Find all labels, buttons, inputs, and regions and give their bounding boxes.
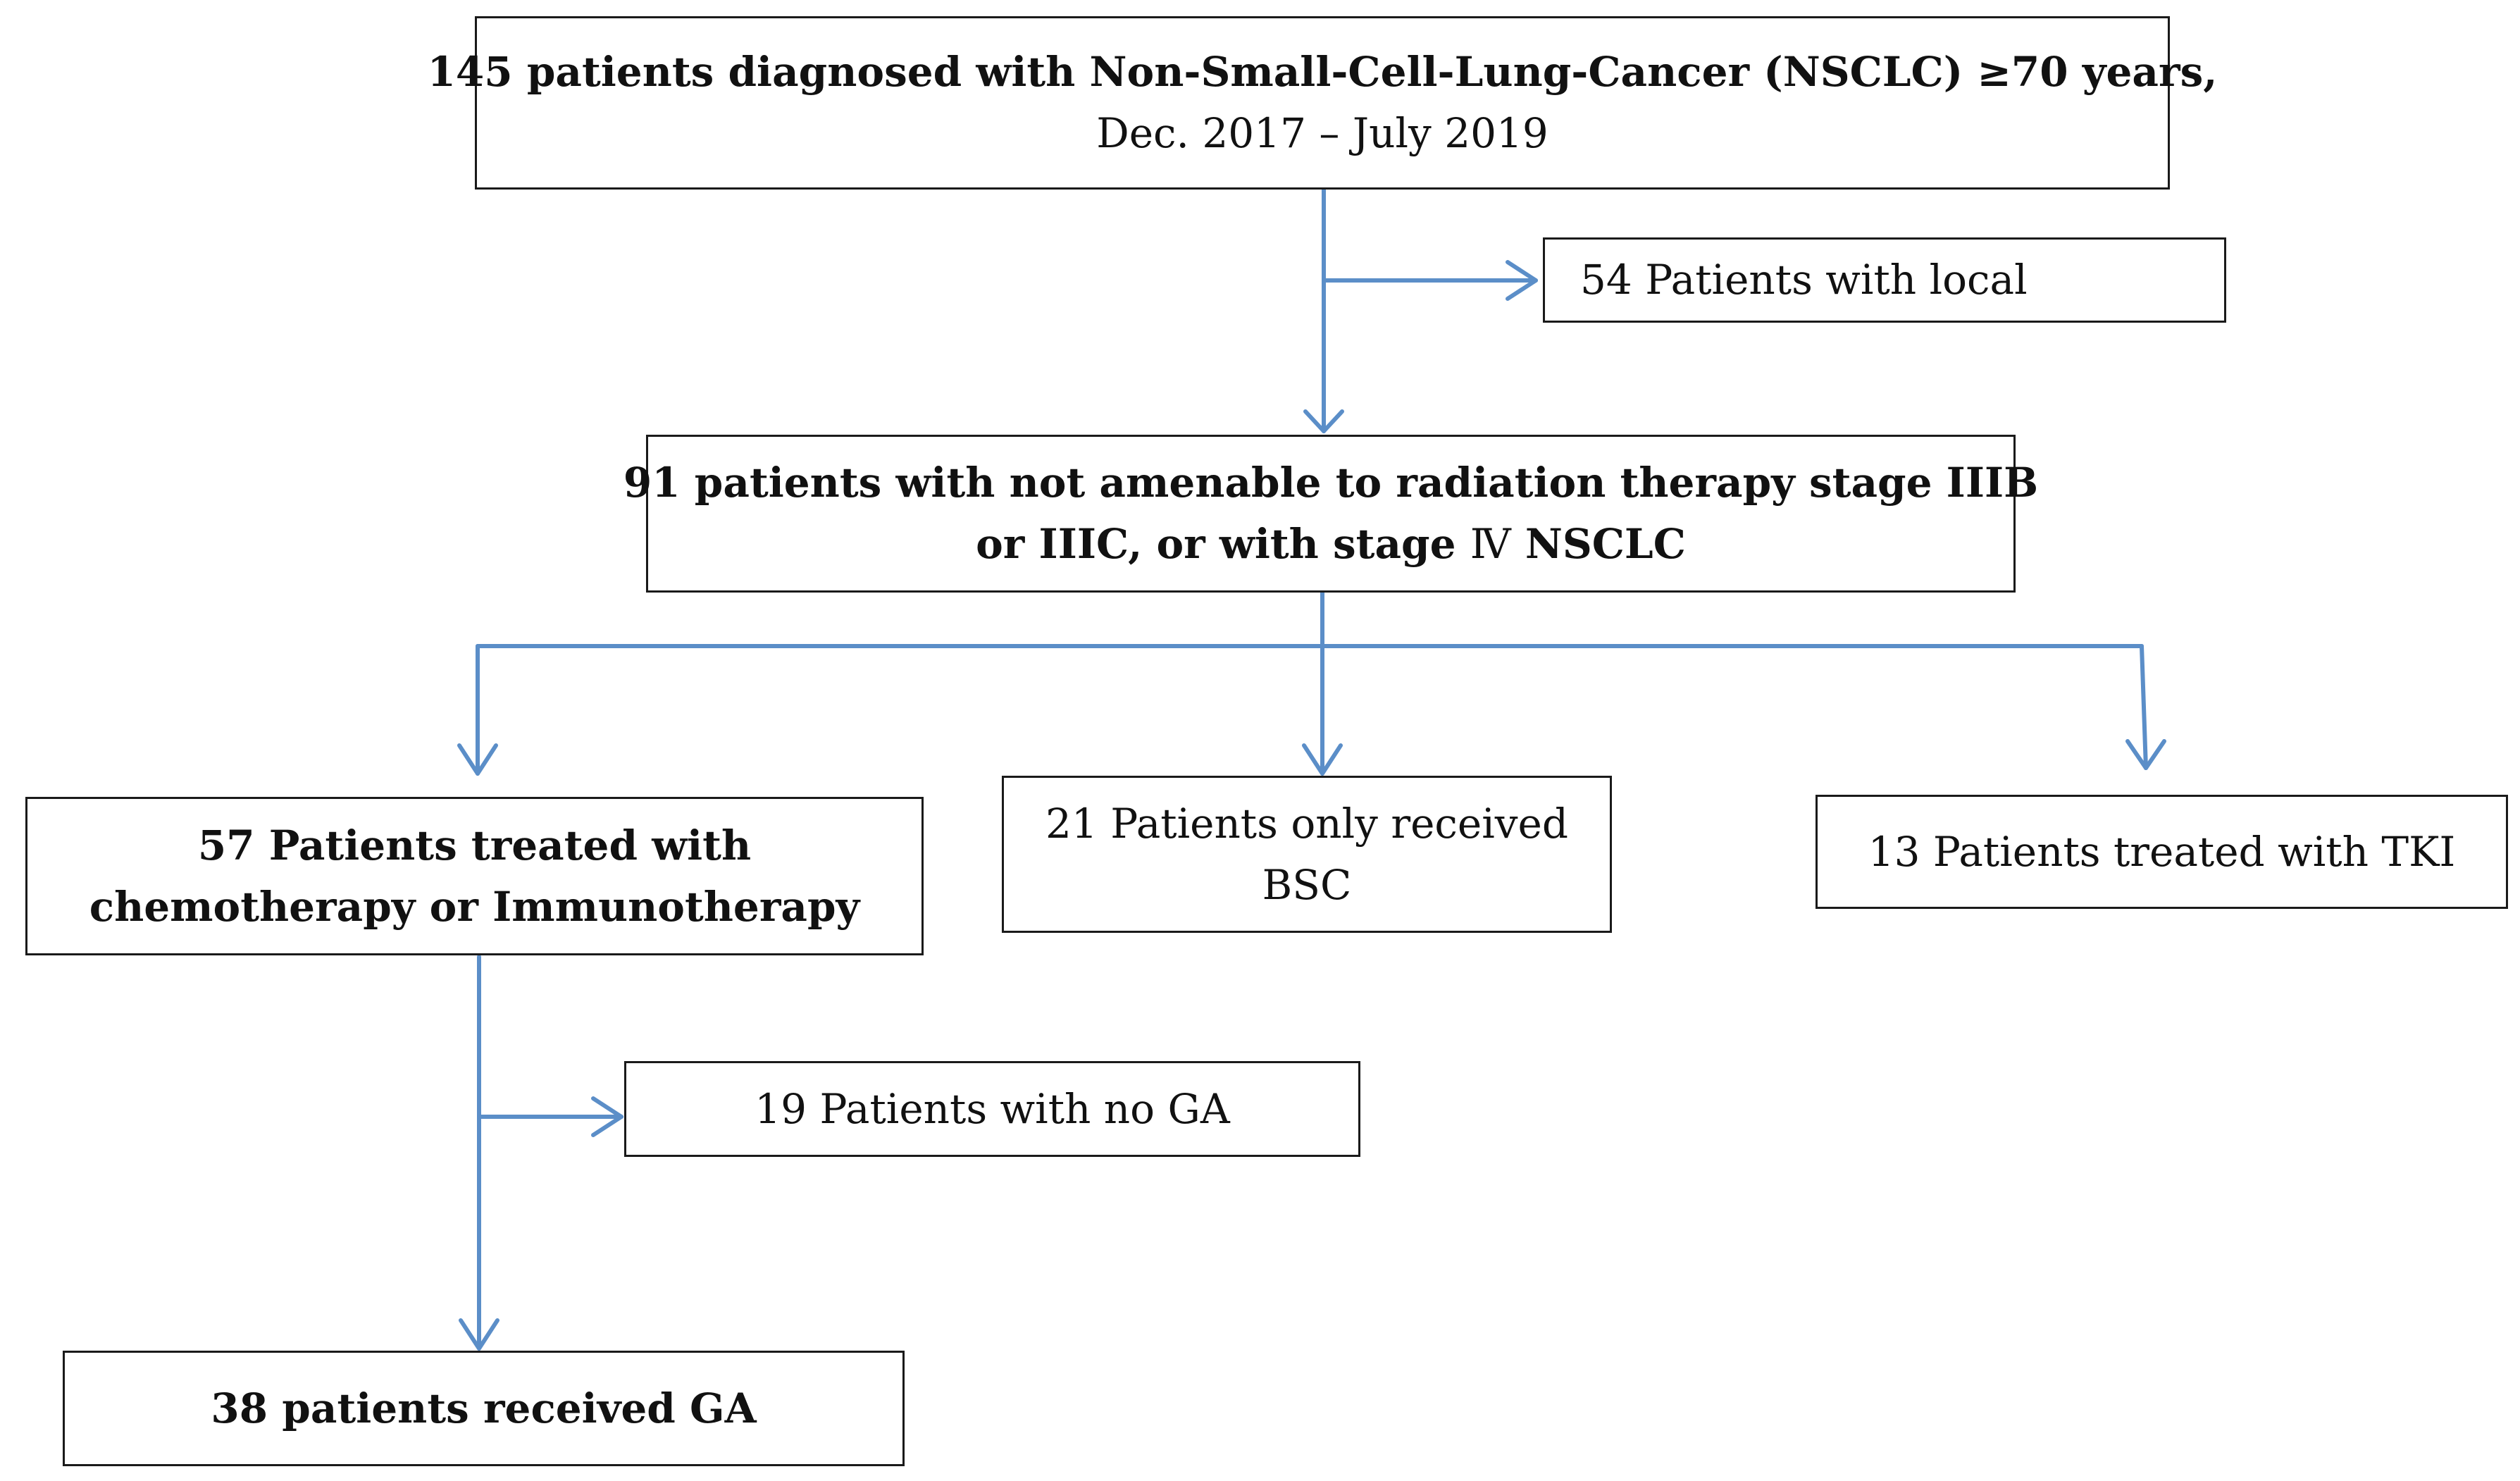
node-advanced-line1: 91 patients with not amenable to radiati… — [623, 459, 2039, 507]
node-advanced-line2: or IIIC, or with stage Ⅳ NSCLC — [976, 514, 1686, 575]
node-chemo-line2: chemotherapy or Immunotherapy — [89, 882, 860, 931]
node-start-cohort: 145 patients diagnosed with Non-Small-Ce… — [428, 16, 2217, 190]
node-excluded-local-text: 54 Patients with local — [1580, 256, 2028, 304]
node-tki-text: 13 Patients treated with TKI — [1868, 827, 2456, 876]
node-start-line1: 145 patients diagnosed with Non-Small-Ce… — [427, 48, 2218, 96]
node-chemotherapy: 57 Patients treated with chemotherapy or… — [25, 797, 924, 955]
drop-to-tki — [2140, 644, 2148, 770]
node-no-ga-text: 19 Patients with no GA — [755, 1084, 1230, 1133]
node-start-line2: Dec. 2017 – July 2019 — [1096, 109, 1548, 157]
node-bsc-line2: BSC — [1262, 860, 1352, 909]
arrowhead-tki — [2125, 739, 2166, 770]
arrowhead-excluded-local — [1506, 260, 1538, 301]
node-advanced-line2-c: NSCLC — [1510, 520, 1686, 568]
arrowhead-bsc — [1302, 743, 1343, 776]
node-tki: 13 Patients treated with TKI — [1815, 795, 2508, 909]
node-excluded-local: 54 Patients with local — [1543, 237, 2226, 323]
node-advanced-stage-numeral: Ⅳ — [1470, 520, 1511, 568]
arrowhead-ga — [459, 1318, 499, 1351]
node-no-ga: 19 Patients with no GA — [624, 1061, 1360, 1157]
node-ga-text: 38 patients received GA — [211, 1384, 757, 1432]
node-chemo-line1: 57 Patients treated with — [197, 821, 752, 869]
arrowhead-chemo — [457, 743, 498, 776]
arrow-lines — [457, 187, 2166, 1351]
node-bsc: 21 Patients only received BSC — [1002, 776, 1612, 933]
arrowhead-advanced — [1303, 409, 1344, 433]
node-advanced-line2-a: or IIIC, or with stage — [976, 520, 1470, 568]
node-bsc-line1: 21 Patients only received — [1045, 799, 1568, 848]
arrowhead-no-ga — [591, 1096, 623, 1137]
node-advanced-stage: 91 patients with not amenable to radiati… — [623, 435, 2038, 593]
node-received-ga: 38 patients received GA — [63, 1351, 905, 1466]
